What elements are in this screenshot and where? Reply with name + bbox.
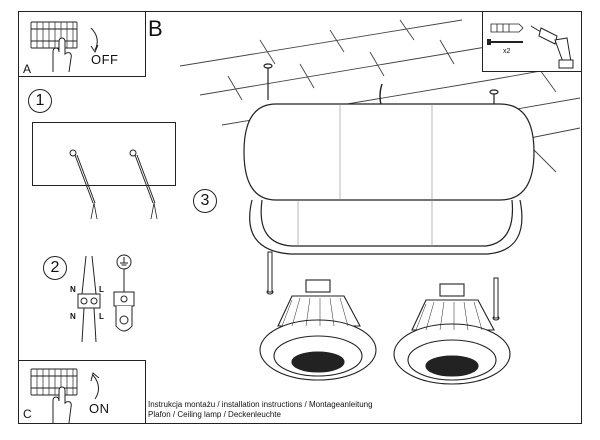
wire-label-l-bottom: L (99, 312, 104, 321)
panel-c-switch-on: C ON (18, 360, 146, 424)
hand-icon (52, 37, 72, 73)
wire-label-l-top: L (99, 285, 104, 294)
panel-c-label: C (23, 407, 32, 421)
instruction-sheet-frame (18, 11, 582, 424)
step-1-marker: 1 (28, 89, 52, 113)
arrow-up-icon (90, 372, 100, 400)
drill-icon (530, 25, 574, 69)
arrow-down-icon (90, 27, 99, 54)
panel-b-label: B (148, 16, 163, 41)
footer-caption: Instrukcja montażu / installation instru… (148, 400, 373, 420)
footer-line-2: Plafon / Ceiling lamp / Deckenleuchte (148, 410, 281, 419)
step-2-marker: 2 (43, 256, 67, 280)
panel-step-1-wires (32, 122, 176, 220)
cable-icon (69, 149, 158, 220)
wire-label-n-top: N (70, 285, 76, 294)
step-3-marker: 3 (193, 189, 217, 213)
screw-icon (487, 39, 523, 45)
panel-a-label: A (23, 62, 32, 76)
wall-plug-icon (490, 23, 524, 33)
hand-icon (52, 386, 72, 424)
footer-line-1: Instrukcja montażu / installation instru… (148, 400, 373, 409)
tools-quantity: x2 (503, 48, 511, 55)
on-label: ON (89, 401, 110, 416)
wire-label-n-bottom: N (70, 312, 76, 321)
tools-box: x2 (482, 11, 582, 72)
off-label: OFF (91, 52, 119, 67)
fuse-switch-icon (30, 21, 78, 49)
fuse-switch-icon (30, 368, 78, 396)
panel-a-switch-off: A OFF (18, 11, 146, 77)
